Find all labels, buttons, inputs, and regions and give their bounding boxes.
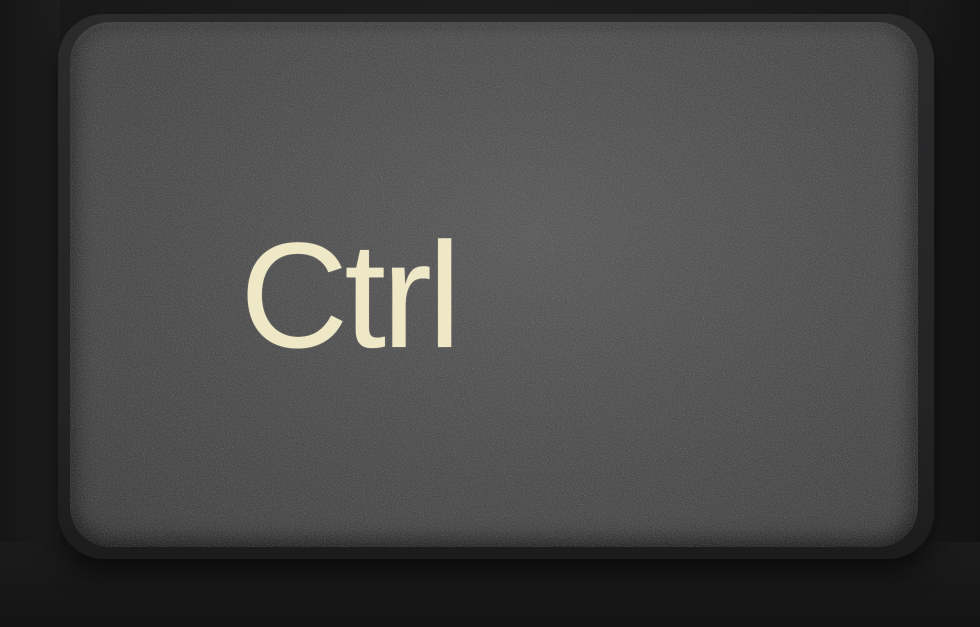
keycap-texture <box>70 22 918 547</box>
key-gutter-left <box>0 0 60 627</box>
ctrl-keycap[interactable]: Ctrl <box>70 22 918 547</box>
ctrl-key-label: Ctrl <box>240 211 461 379</box>
